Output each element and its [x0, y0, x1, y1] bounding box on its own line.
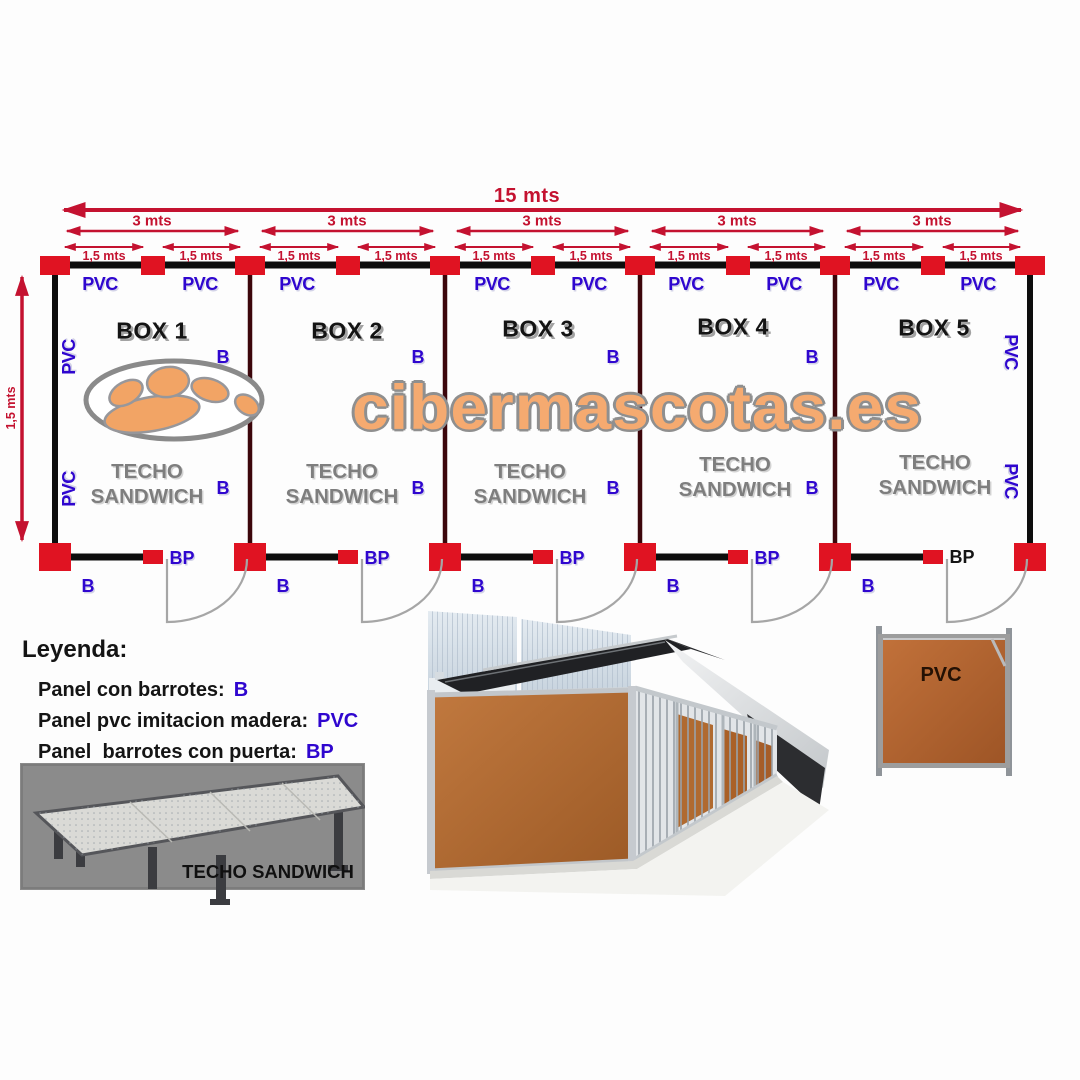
kennels-photo	[427, 611, 829, 896]
roof-type-label: TECHO SANDWICH	[678, 453, 792, 501]
bars-panel-label: B	[411, 478, 425, 498]
pvc-panel-photo	[876, 626, 1012, 776]
roof-type-label: TECHO SANDWICH	[473, 460, 587, 508]
pvc-panel-label: PVC	[59, 339, 79, 375]
pvc-panel-label: PVC	[182, 274, 218, 294]
door-panel-label: BP	[559, 548, 585, 568]
dim-box-width-label: 3 mts	[327, 212, 367, 230]
photo-far-shadow	[747, 714, 825, 810]
photo-floor	[430, 782, 829, 896]
legend-item-code: B	[233, 679, 249, 701]
bars-panel-label: B	[216, 478, 230, 498]
door-panel-label: BP	[364, 548, 390, 568]
legend: Leyenda: Panel con barrotes: B Panel pvc …	[22, 636, 358, 770]
bars-panel-label: B	[216, 347, 230, 367]
pvc-panel-label: PVC	[82, 274, 118, 294]
dim-box-width-label: 3 mts	[522, 212, 562, 230]
bars-panel-label: B	[606, 347, 620, 367]
photo-bar-fronts	[633, 685, 779, 861]
pvc-panel-label: PVC	[668, 274, 704, 294]
photo-far-wall	[665, 640, 829, 788]
box-3-label: BOX 3	[502, 315, 574, 342]
dim-half-width-label: 1,5 mts	[862, 248, 906, 263]
dim-half-width-label: 1,5 mts	[82, 248, 126, 263]
roof-panel-slab	[32, 774, 365, 857]
roof-photo-caption: TECHO SANDWICH	[182, 860, 354, 882]
door-panel-label: BP	[949, 547, 975, 567]
dim-box-width-label: 3 mts	[717, 212, 757, 230]
photo-front-pvc-panel	[427, 686, 636, 874]
pvc-panel-label: PVC	[571, 274, 607, 294]
dim-half-width-label: 1,5 mts	[959, 248, 1003, 263]
roof-type-label: TECHO SANDWICH	[90, 460, 204, 508]
dim-box-width-label: 3 mts	[912, 212, 952, 230]
dim-half-width-label: 1,5 mts	[764, 248, 808, 263]
pvc-panel-label: PVC	[960, 274, 996, 294]
box-2-label: BOX 2	[311, 317, 383, 344]
bars-panel-label: B	[805, 478, 819, 498]
pvc-panel-label: PVC	[1001, 334, 1021, 370]
bars-panel-label: B	[606, 478, 620, 498]
dim-box-width-label: 3 mts	[132, 212, 172, 230]
box-5-label: BOX 5	[898, 314, 970, 341]
dim-total-width-label: 15 mts	[493, 185, 561, 207]
dim-half-width-label: 1,5 mts	[277, 248, 321, 263]
pvc-panel-label: PVC	[474, 274, 510, 294]
pvc-panel-label: PVC	[279, 274, 315, 294]
legend-item-label: Panel barrotes con puerta:	[38, 741, 297, 763]
legend-item-code: PVC	[317, 710, 359, 732]
bars-panel-label: B	[81, 576, 95, 596]
door-panel-label: BP	[169, 548, 195, 568]
legend-item-door: Panel barrotes con puerta: BP	[38, 739, 358, 765]
paw-logo	[83, 358, 265, 442]
dim-half-width-label: 1,5 mts	[667, 248, 711, 263]
roof-panel-photo	[20, 763, 365, 905]
legend-item-label: Panel con barrotes:	[38, 679, 225, 701]
photo-sky-fence	[428, 611, 631, 700]
bars-panel-label: B	[276, 576, 290, 596]
pvc-photo-caption: PVC	[920, 664, 962, 686]
dim-height-label: 1,5 mts	[3, 386, 18, 430]
bars-panel-label: B	[666, 576, 680, 596]
legend-title: Leyenda:	[22, 636, 128, 663]
box-1-label: BOX 1	[116, 317, 188, 344]
photo-roof	[437, 634, 725, 694]
photo-top-rail	[428, 687, 631, 700]
pvc-panel-label: PVC	[863, 274, 899, 294]
bars-panel-label: B	[861, 576, 875, 596]
legend-item-pvc: Panel pvc imitacion madera: PVC	[38, 708, 358, 734]
legend-item-label: Panel pvc imitacion madera:	[38, 710, 309, 732]
watermark-text: cibermascotas.es	[351, 371, 923, 443]
box-4-label: BOX 4	[697, 313, 769, 340]
pvc-panel-label: PVC	[766, 274, 802, 294]
door-panel-label: BP	[754, 548, 780, 568]
photo-base-shadow	[430, 776, 783, 879]
dim-half-width-label: 1,5 mts	[374, 248, 418, 263]
legend-item-code: BP	[305, 741, 334, 763]
bars-panel-label: B	[805, 347, 819, 367]
legend-item-bars: Panel con barrotes: B	[38, 677, 358, 703]
dim-half-width-label: 1,5 mts	[472, 248, 516, 263]
dim-half-width-label: 1,5 mts	[569, 248, 613, 263]
roof-type-label: TECHO SANDWICH	[285, 460, 399, 508]
bars-panel-label: B	[411, 347, 425, 367]
roof-type-label: TECHO SANDWICH	[878, 451, 992, 499]
dim-half-width-label: 1,5 mts	[179, 248, 223, 263]
roof-panel-legs	[54, 811, 348, 905]
bars-panel-label: B	[471, 576, 485, 596]
